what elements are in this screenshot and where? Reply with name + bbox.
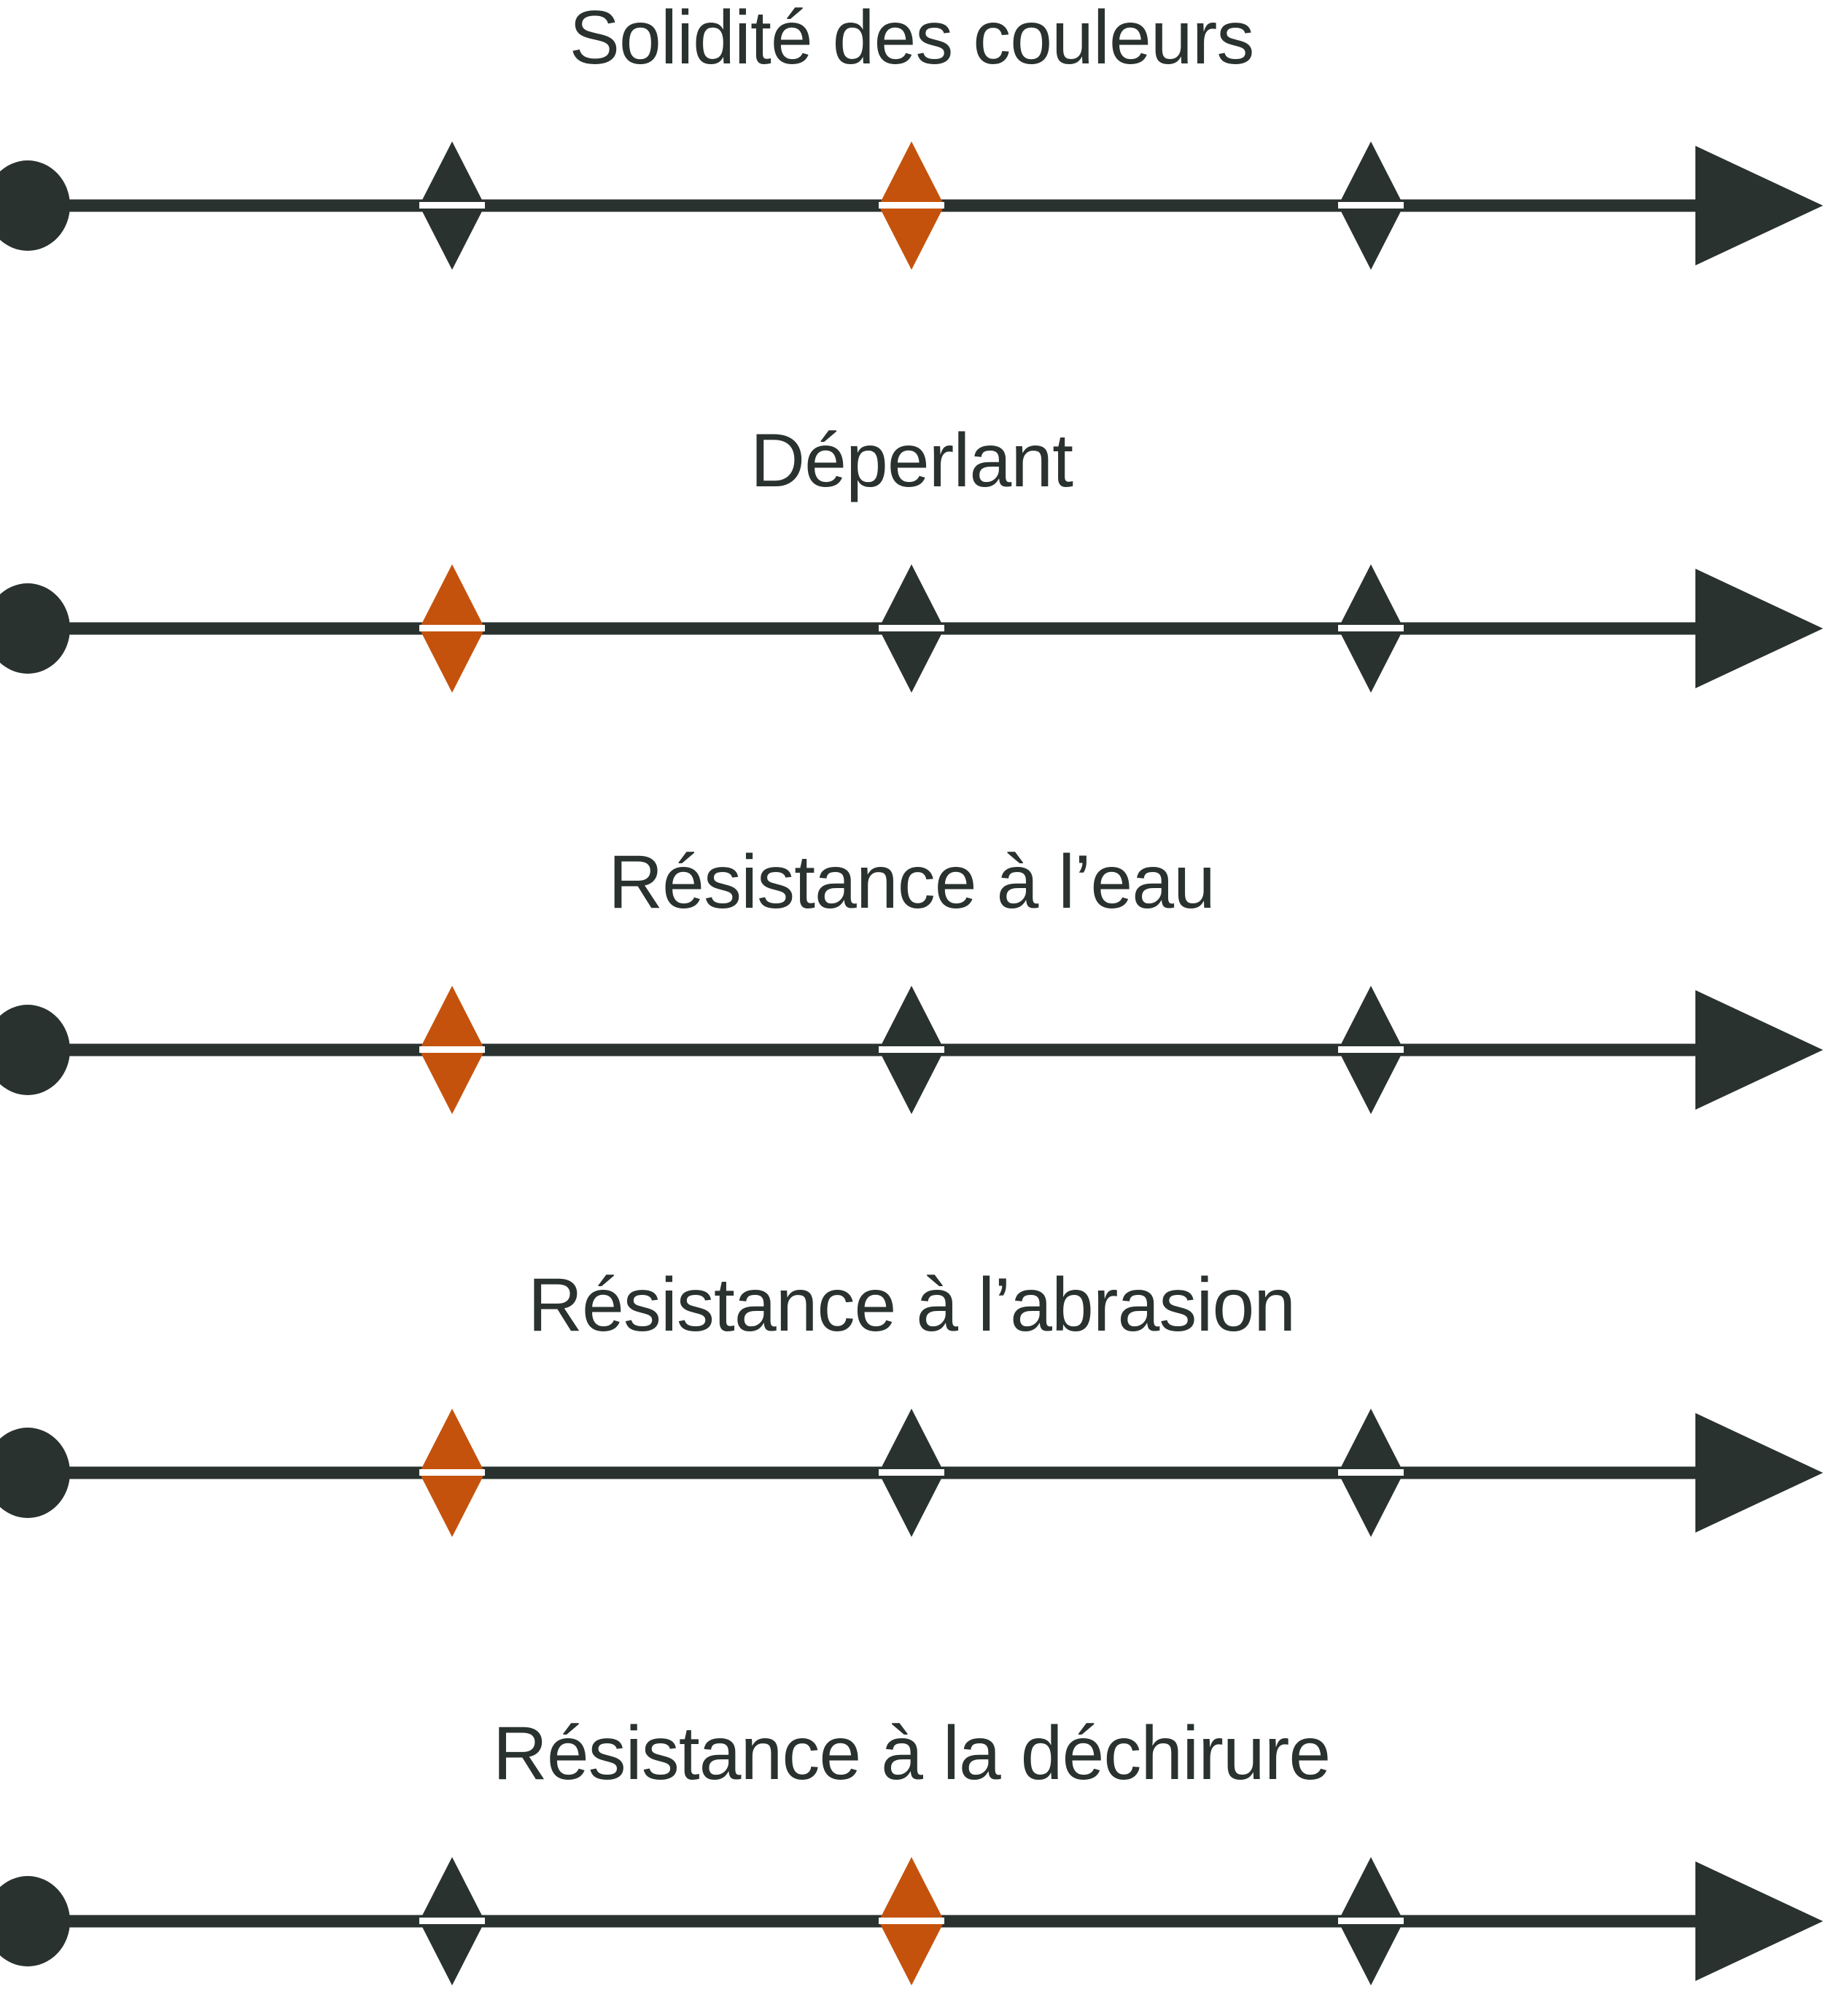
scale-marker[interactable] [1338,1857,1404,1985]
scale-axis-svg [0,1857,1823,1985]
scale-title: Résistance à l’abrasion [527,1263,1296,1347]
scale-title: Résistance à la déchirure [492,1711,1332,1796]
scale-marker[interactable] [1338,564,1404,693]
scale-marker[interactable] [879,1409,944,1537]
scale-marker[interactable] [419,986,485,1114]
scale-marker-divider [879,1918,944,1924]
scale-marker-divider [419,625,485,631]
scale-axis [0,955,1823,1145]
scale-marker[interactable] [1338,1409,1404,1537]
scale-marker-divider [879,1469,944,1476]
axis-line [28,1915,1698,1928]
scale-marker[interactable] [419,564,485,693]
scale-title: Résistance à l’eau [608,840,1216,925]
scale-marker-divider [419,202,485,209]
scale-axis [0,111,1823,300]
axis-line [28,622,1698,635]
scale-axis-svg [0,141,1823,270]
scale-marker[interactable] [879,986,944,1114]
scale-axis-svg [0,564,1823,693]
scale-marker[interactable] [879,141,944,270]
axis-line [28,1043,1698,1056]
scale-marker[interactable] [1338,141,1404,270]
scale-marker-divider [879,202,944,209]
axis-arrowhead-icon [1695,1413,1823,1533]
scale-axis-svg [0,1409,1823,1537]
scale-marker[interactable] [419,1857,485,1985]
scale-marker-divider [1338,1918,1404,1924]
scale-title: Solidité des couleurs [569,0,1255,80]
scale-marker-divider [1338,1469,1404,1476]
scale-marker-divider [879,1046,944,1053]
scale-marker[interactable] [419,1409,485,1537]
scale-marker[interactable] [1338,986,1404,1114]
scale-marker[interactable] [879,1857,944,1985]
scale-marker[interactable] [879,564,944,693]
scale-axis [0,534,1823,723]
scale-marker-divider [879,625,944,631]
axis-origin-dot-icon [0,583,70,674]
scale-axis [0,1826,1823,2016]
axis-line [28,1466,1698,1479]
scale-marker-divider [419,1918,485,1924]
scale-marker-divider [1338,625,1404,631]
axis-origin-dot-icon [0,160,70,251]
scale-title: Déperlant [750,419,1073,503]
scale-axis-svg [0,986,1823,1114]
axis-origin-dot-icon [0,1005,70,1095]
axis-line [28,199,1698,212]
axis-arrowhead-icon [1695,1861,1823,1981]
axis-arrowhead-icon [1695,569,1823,688]
axis-arrowhead-icon [1695,146,1823,265]
scale-axis [0,1378,1823,1568]
axis-origin-dot-icon [0,1876,70,1966]
scale-marker-divider [419,1469,485,1476]
scale-marker-divider [1338,1046,1404,1053]
scale-marker-divider [419,1046,485,1053]
axis-arrowhead-icon [1695,990,1823,1110]
scale-marker[interactable] [419,141,485,270]
scale-marker-divider [1338,202,1404,209]
axis-origin-dot-icon [0,1428,70,1518]
